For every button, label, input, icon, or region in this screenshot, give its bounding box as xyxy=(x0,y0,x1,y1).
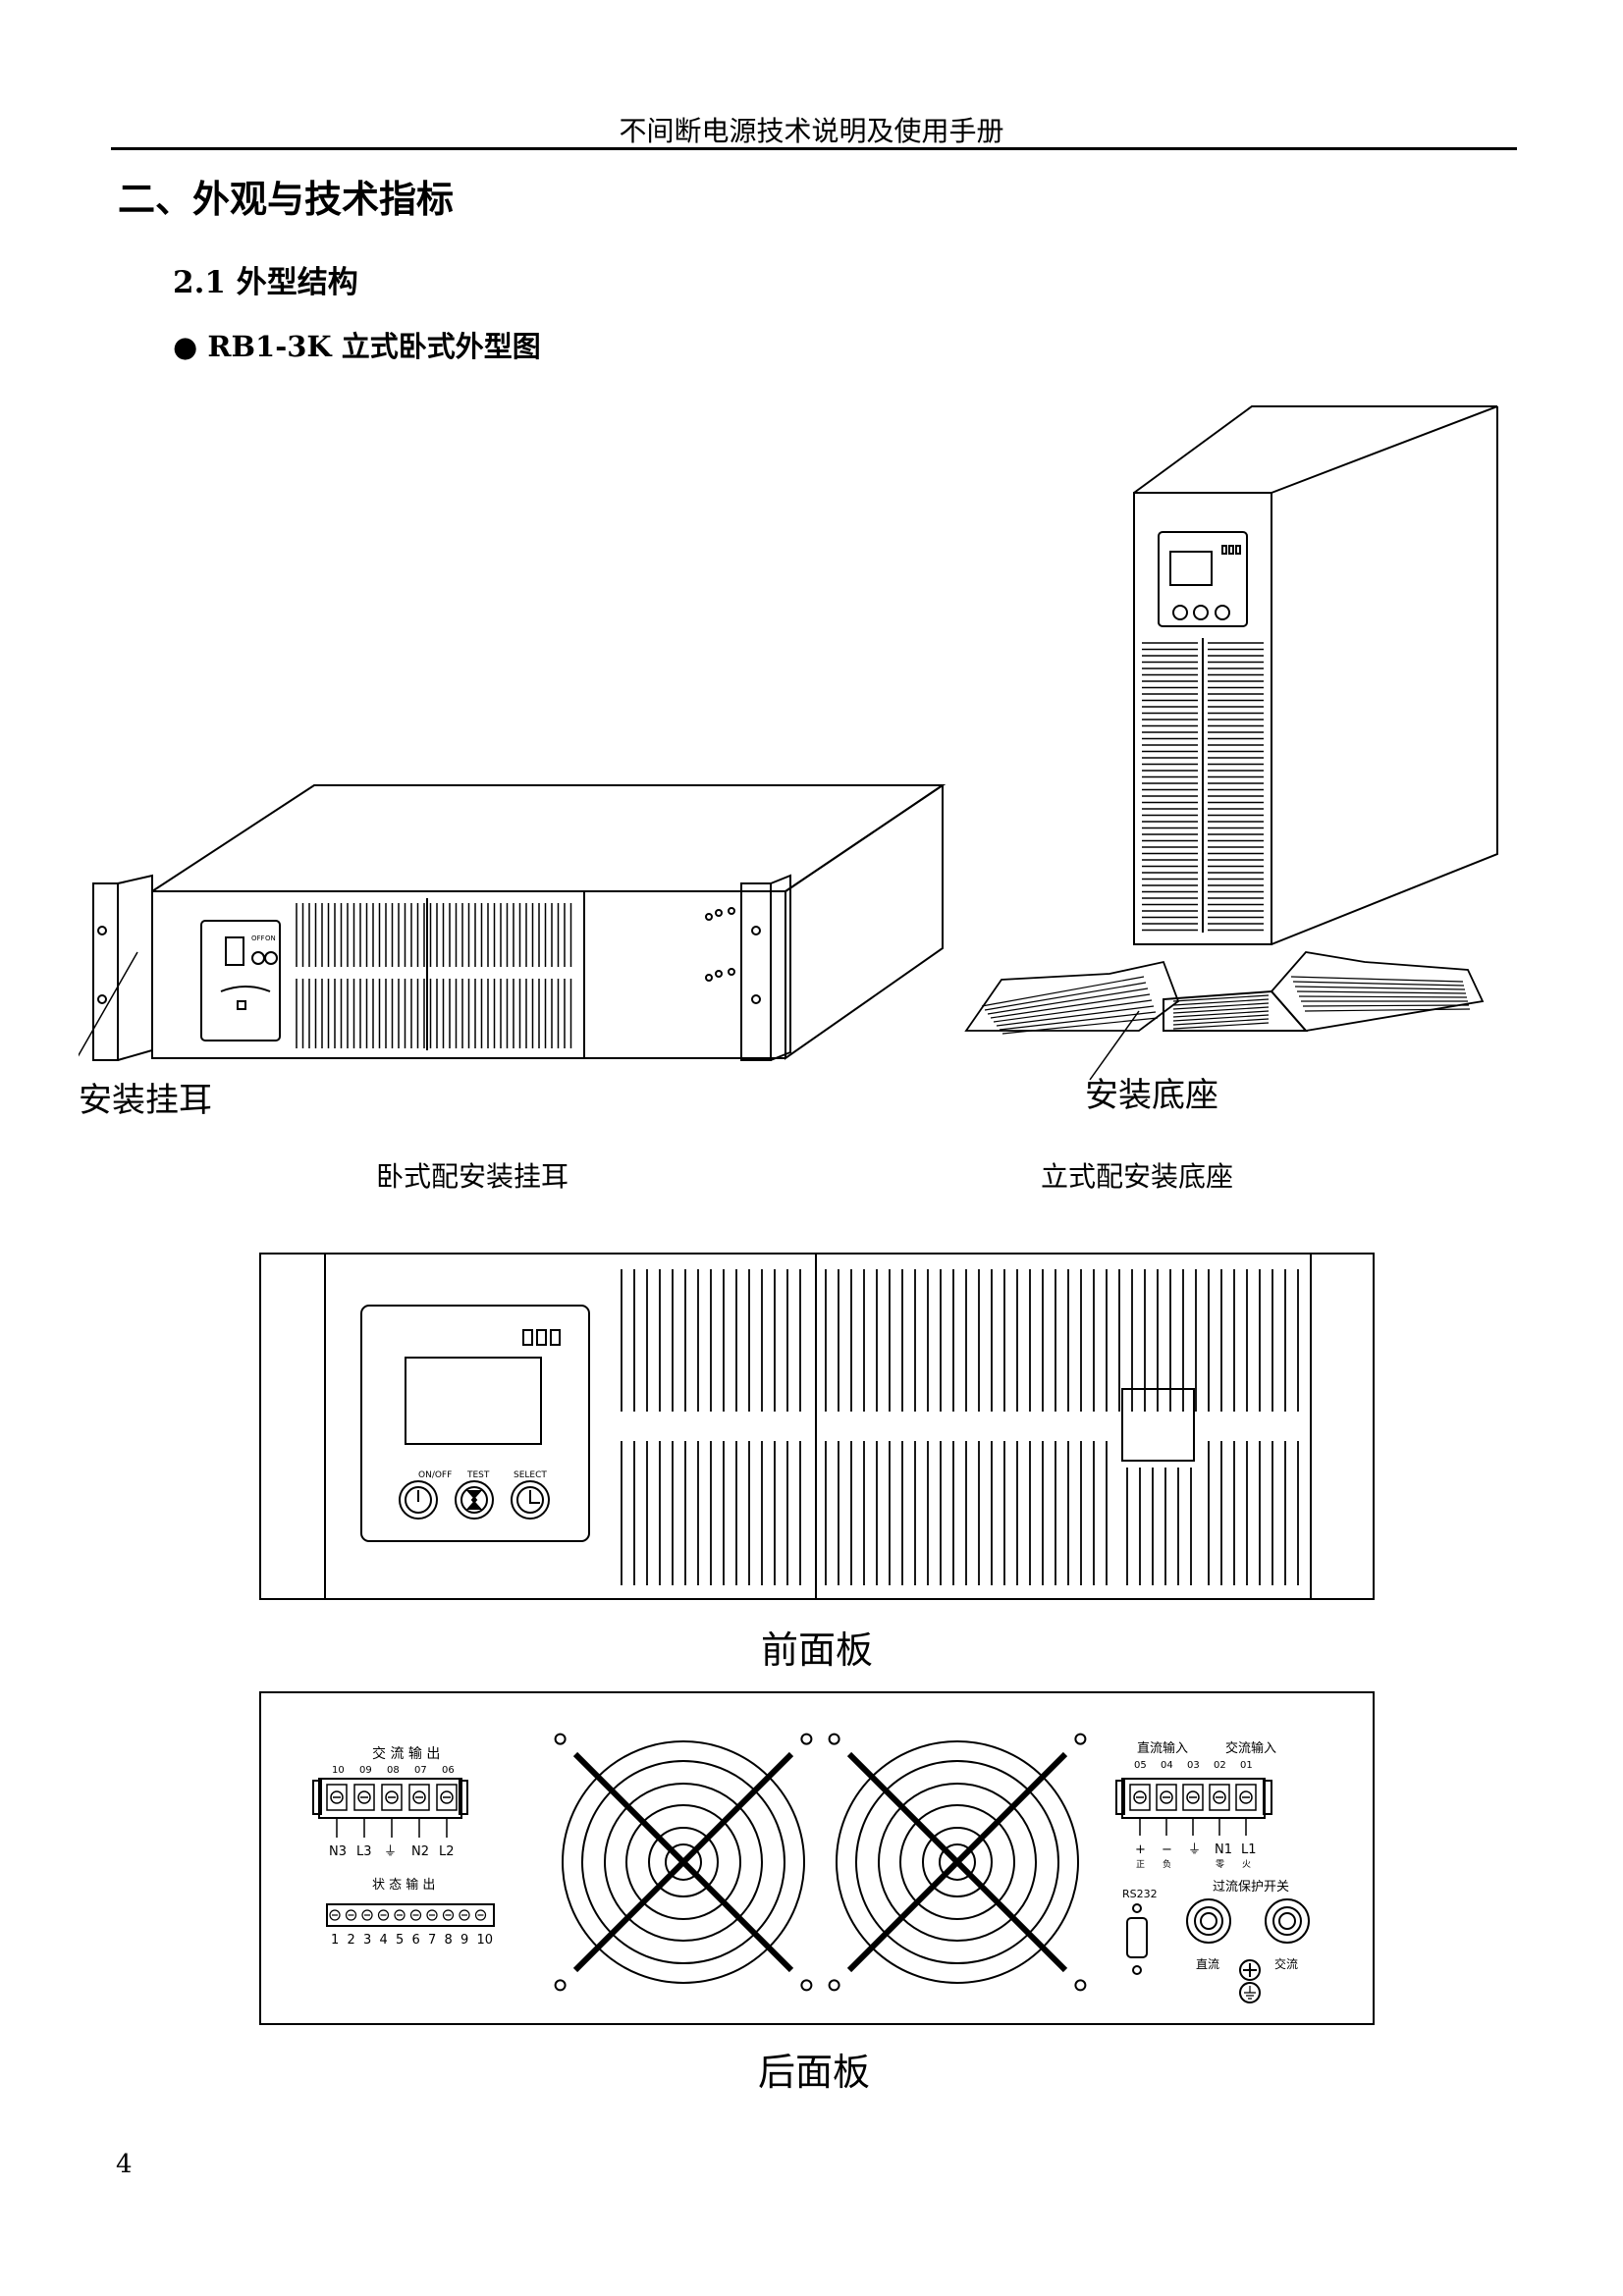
input-terminal-sublabel: 正 xyxy=(1136,1860,1145,1870)
ac-output-terminal-number: 10 xyxy=(332,1765,345,1776)
input-terminal-sign: N1 xyxy=(1215,1842,1232,1857)
fan-guard-icon xyxy=(828,1733,1087,1992)
status-output-terminal-number: 5 xyxy=(396,1933,404,1948)
status-output-terminal-number: 10 xyxy=(477,1933,494,1948)
rack-off-label: OFF xyxy=(251,934,265,942)
bullet-title: ● RB1-3K 立式卧式外型图 xyxy=(173,330,541,363)
tower-ups-drawing xyxy=(964,405,1498,1081)
input-terminal-sublabel: 负 xyxy=(1163,1858,1171,1870)
status-output-terminal-number: 1 xyxy=(331,1933,339,1948)
front-panel-caption: 前面板 xyxy=(761,1629,874,1672)
front-test-label: TEST xyxy=(466,1470,490,1480)
rear-panel-caption: 后面板 xyxy=(758,2051,871,2094)
input-terminal-sign: + xyxy=(1135,1842,1146,1857)
ac-output-terminal-label: ⏚ xyxy=(384,1844,397,1859)
status-output-terminal-number: 2 xyxy=(348,1933,355,1948)
ac-output-terminal-label: N2 xyxy=(411,1844,429,1859)
fan-guard-icon xyxy=(554,1733,813,1992)
ac-output-terminal-label: N3 xyxy=(329,1844,347,1859)
ac-output-terminal-number: 06 xyxy=(442,1765,455,1776)
status-output-terminal-number: 9 xyxy=(460,1933,468,1948)
ac-input-title: 交流输入 xyxy=(1225,1740,1276,1756)
ac-output-terminal-label: L3 xyxy=(356,1844,372,1859)
section-title: 二、外观与技术指标 xyxy=(118,177,455,221)
breaker-title: 过流保护开关 xyxy=(1213,1880,1289,1895)
rack-ear-label: 安装挂耳 xyxy=(79,1081,212,1120)
ac-output-terminal-number: 08 xyxy=(387,1765,400,1776)
input-terminal-number: 03 xyxy=(1187,1760,1200,1771)
input-terminal-number: 05 xyxy=(1134,1760,1147,1771)
front-select-label: SELECT xyxy=(514,1470,547,1480)
rack-caption: 卧式配安装挂耳 xyxy=(376,1160,569,1193)
status-output-title: 状 态 输 出 xyxy=(372,1877,435,1893)
ac-output-terminal-label: L2 xyxy=(439,1844,455,1859)
header-rule xyxy=(111,147,1517,150)
rs232-label: RS232 xyxy=(1122,1888,1158,1900)
breaker-dc-label: 直流 xyxy=(1196,1957,1219,1971)
status-output-terminal-number: 4 xyxy=(380,1933,388,1948)
status-output-terminal-number: 6 xyxy=(412,1933,420,1948)
input-terminal-number: 04 xyxy=(1161,1760,1173,1771)
input-terminal-sublabel: 火 xyxy=(1242,1859,1251,1870)
front-panel-drawing: ON/OFF TEST SELECT xyxy=(259,1253,1375,1600)
status-output-terminal-number: 8 xyxy=(445,1933,453,1948)
ac-output-terminal-number: 07 xyxy=(414,1765,427,1776)
rack-on-label: ON xyxy=(265,934,276,942)
tower-caption: 立式配安装底座 xyxy=(1041,1160,1234,1193)
input-terminal-sublabel: 零 xyxy=(1216,1859,1224,1870)
rack-ups-drawing: OFF ON xyxy=(79,784,947,1061)
dc-input-title: 直流输入 xyxy=(1137,1740,1188,1756)
input-terminal-sign: ⏚ xyxy=(1188,1842,1201,1857)
page-number: 4 xyxy=(116,2150,133,2179)
front-onoff-label: ON/OFF xyxy=(418,1470,452,1480)
input-terminal-sign: L1 xyxy=(1241,1842,1257,1857)
ac-output-terminal-number: 09 xyxy=(359,1765,372,1776)
subsection-title: 2.1 外型结构 xyxy=(173,265,358,300)
header-title: 不间断电源技术说明及使用手册 xyxy=(619,115,1004,147)
status-output-terminal-number: 7 xyxy=(428,1933,436,1948)
tower-base-label: 安装底座 xyxy=(1085,1076,1218,1115)
ac-output-title: 交 流 输 出 xyxy=(372,1745,440,1762)
status-output-terminal-number: 3 xyxy=(363,1933,371,1948)
input-terminal-sign: − xyxy=(1162,1842,1172,1857)
breaker-ac-label: 交流 xyxy=(1274,1956,1298,1971)
input-terminal-number: 02 xyxy=(1214,1760,1226,1771)
input-terminal-number: 01 xyxy=(1240,1760,1253,1771)
